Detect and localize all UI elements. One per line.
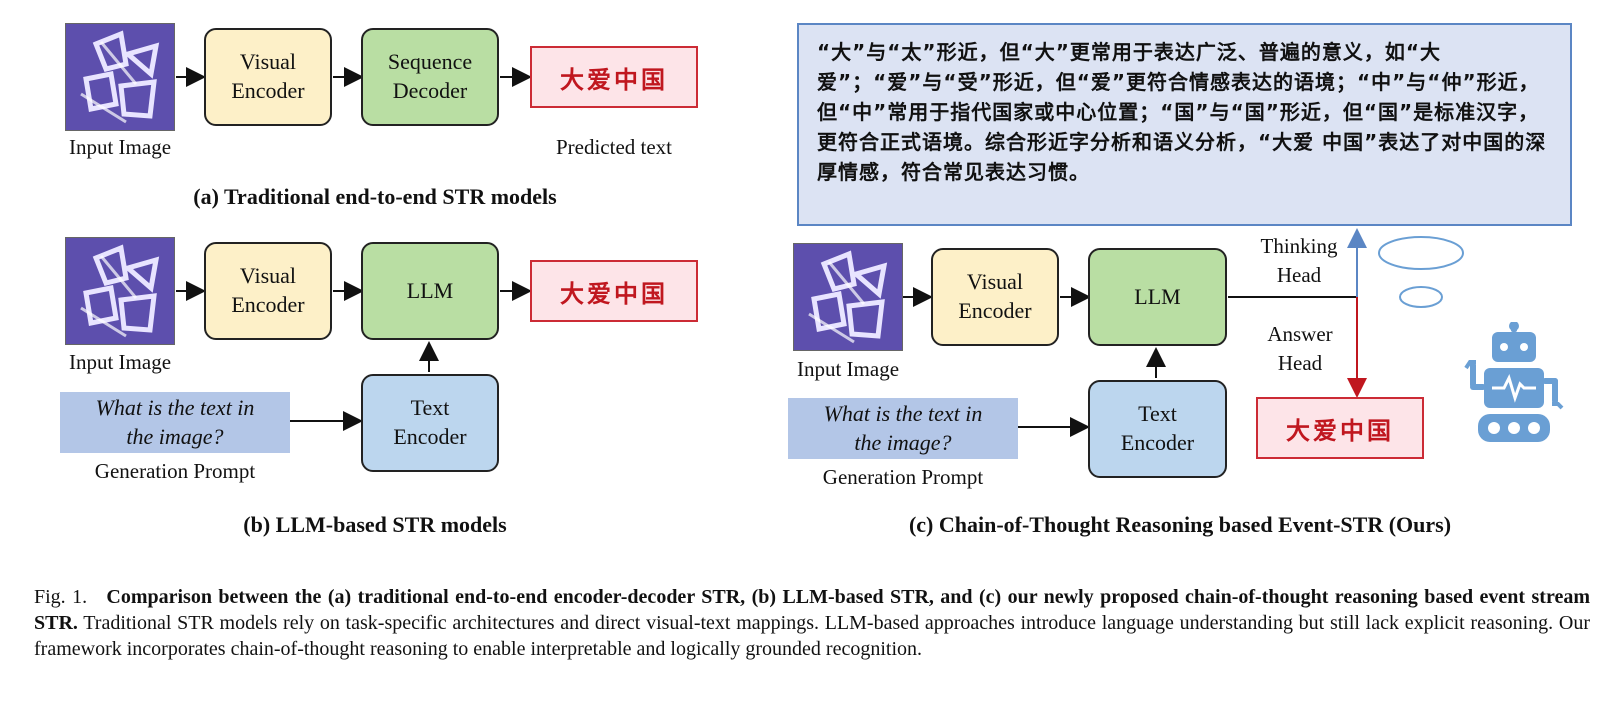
llm-c: LLM xyxy=(1088,248,1227,346)
caption-a: (a) Traditional end-to-end STR models xyxy=(193,184,557,209)
input-image-label-c: Input Image xyxy=(796,357,900,381)
generation-prompt-label-c: Generation Prompt xyxy=(822,465,984,489)
input-image-a xyxy=(65,23,175,131)
text-encoder-b: Text Encoder xyxy=(361,374,499,472)
input-image-b xyxy=(65,237,175,345)
generation-prompt-label-b: Generation Prompt xyxy=(94,459,256,483)
robot-icon xyxy=(1464,322,1564,442)
figure-caption-prefix: Fig. 1. xyxy=(34,586,88,608)
event-image-thumbnail xyxy=(66,238,174,344)
visual-encoder-b: Visual Encoder xyxy=(204,242,332,340)
input-image-label-b: Input Image xyxy=(68,350,172,374)
figure-caption-body: Traditional STR models rely on task-spec… xyxy=(34,612,1590,660)
generation-prompt-b: What is the text in the image? xyxy=(60,392,290,453)
event-image-thumbnail xyxy=(66,24,174,130)
predicted-text-c: 大爱中国 xyxy=(1256,397,1424,459)
sequence-decoder-a: Sequence Decoder xyxy=(361,28,499,126)
predicted-text-a: 大爱中国 xyxy=(530,46,698,108)
figure-caption: Fig. 1. Comparison between the (a) tradi… xyxy=(34,584,1590,662)
llm-b: LLM xyxy=(361,242,499,340)
input-image-c xyxy=(793,243,903,351)
answer-head-label: Answer Head xyxy=(1267,322,1333,376)
predicted-text-b: 大爱中国 xyxy=(530,260,698,322)
caption-c: (c) Chain-of-Thought Reasoning based Eve… xyxy=(908,512,1452,537)
text-encoder-c: Text Encoder xyxy=(1088,380,1227,478)
predicted-text-label: Predicted text xyxy=(555,135,673,159)
visual-encoder-a: Visual Encoder xyxy=(204,28,332,126)
event-image-thumbnail xyxy=(794,244,902,350)
visual-encoder-c: Visual Encoder xyxy=(931,248,1059,346)
reasoning-text-box: “大”与“太”形近，但“大”更常用于表达广泛、普遍的意义，如“大爱”；“爱”与“… xyxy=(797,23,1572,226)
thought-bubble-icon xyxy=(1378,236,1464,308)
figure-caption-bold: Comparison between the (a) traditional e… xyxy=(34,586,1590,634)
generation-prompt-c: What is the text in the image? xyxy=(788,398,1018,459)
caption-b: (b) LLM-based STR models xyxy=(243,512,507,537)
input-image-label-a: Input Image xyxy=(68,135,172,159)
thinking-head-label: Thinking Head xyxy=(1260,234,1338,288)
